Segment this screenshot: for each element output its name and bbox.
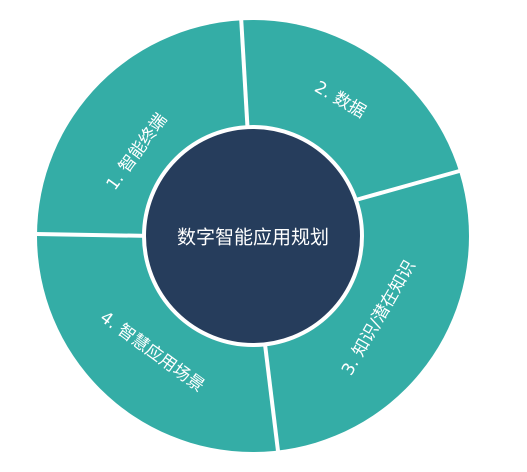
center-circle [142,125,364,347]
divider-bottom [262,335,280,452]
divider-right [351,168,464,203]
divider-left [35,232,154,238]
center-title: 数字智能应用规划 [177,227,329,249]
divider-top [239,15,250,137]
segment-dividers [35,15,464,452]
